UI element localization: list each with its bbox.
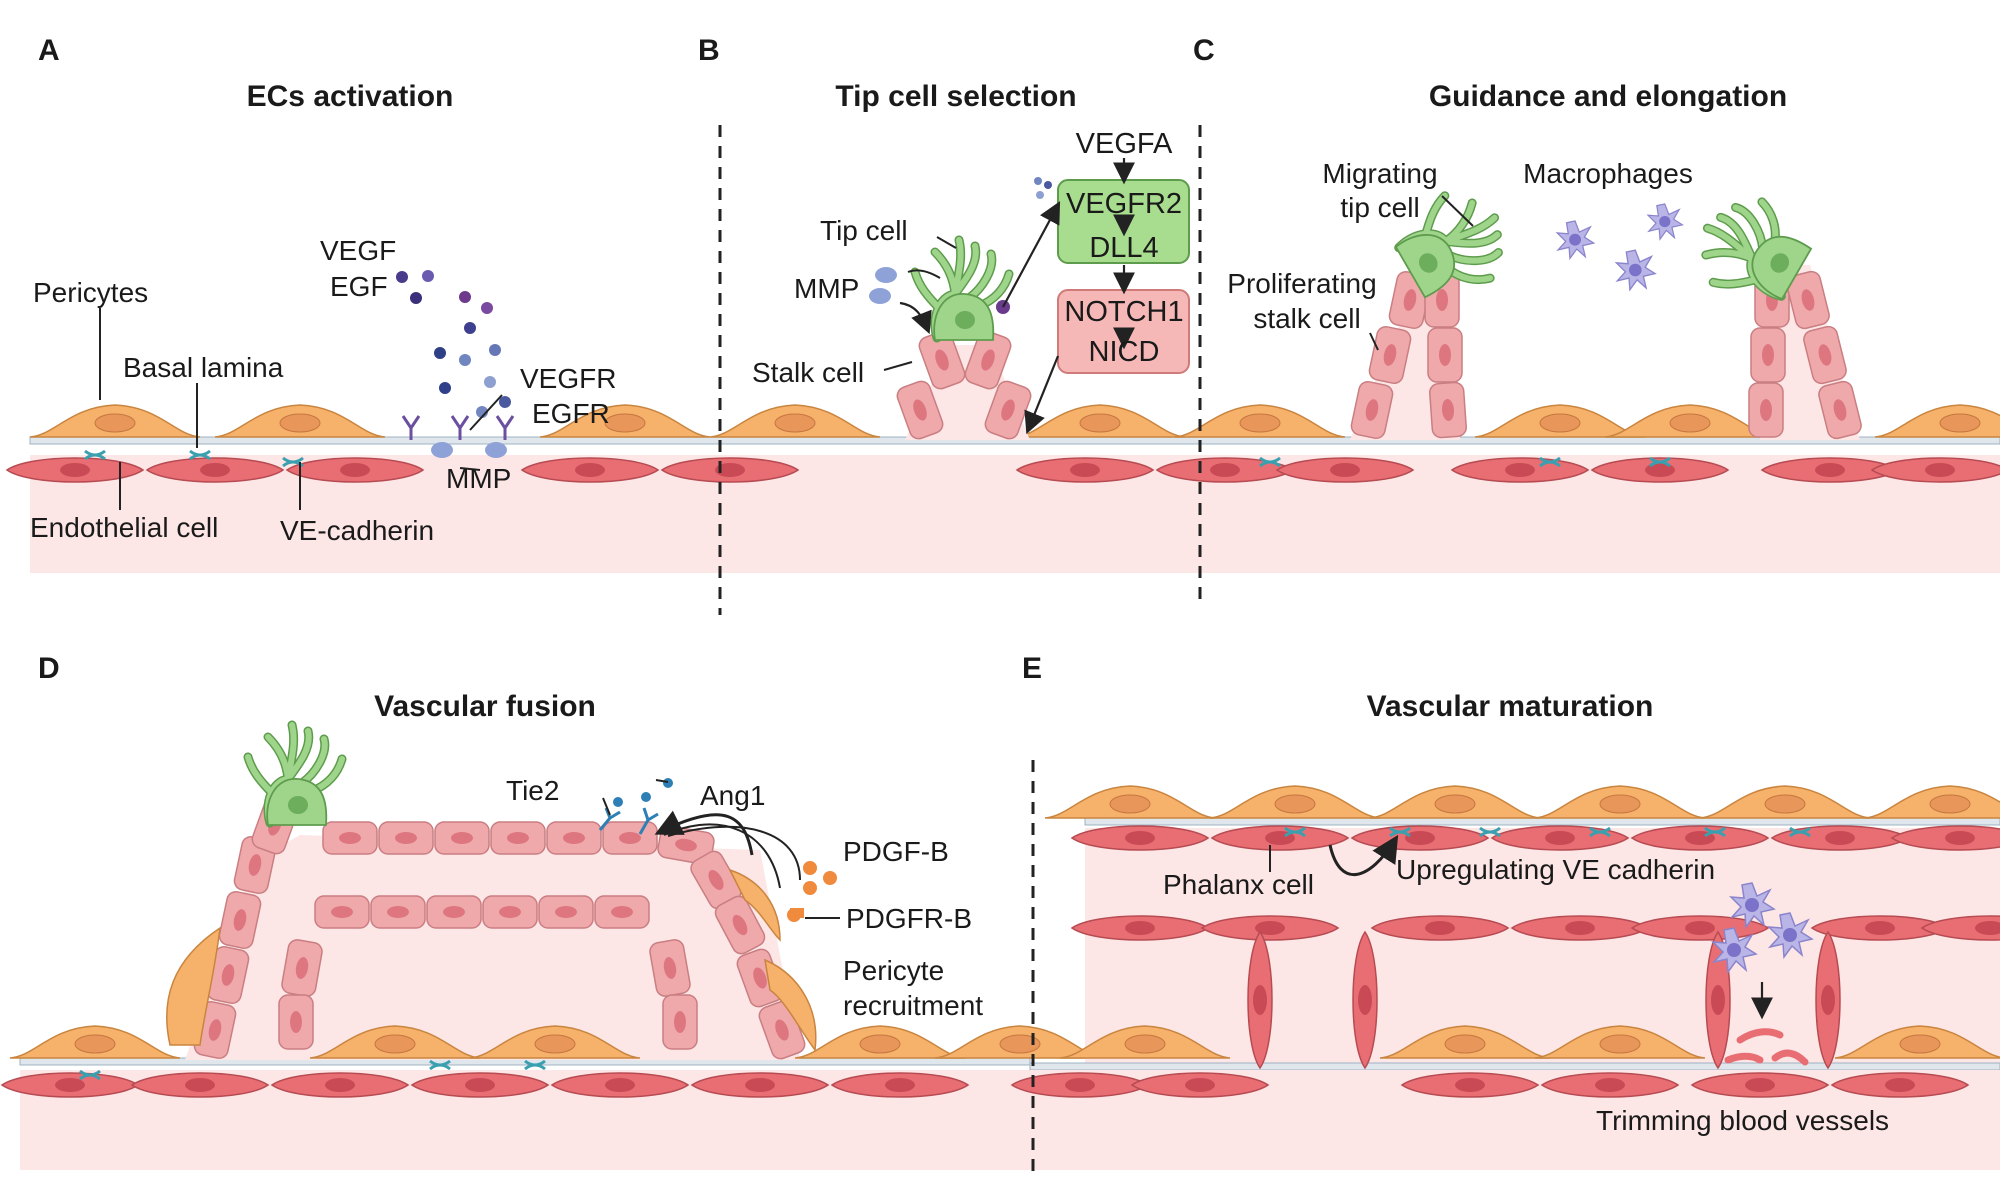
panel-letter-e: E [1022, 652, 1042, 685]
label-nicd: NICD [1089, 336, 1160, 368]
label-migrating-2: tip cell [1340, 192, 1419, 223]
label-phalanx-cell: Phalanx cell [1163, 869, 1314, 900]
panel-e-vessels [1011, 785, 2000, 1170]
label-egfr: EGFR [532, 398, 610, 429]
notch-signaling [1057, 158, 1190, 374]
label-trimming: Trimming blood vessels [1596, 1105, 1889, 1136]
label-vegfa: VEGFA [1076, 128, 1173, 160]
panel-d-vessels [1, 725, 1106, 1170]
label-basal-lamina: Basal lamina [123, 352, 284, 383]
label-proliferating-1: Proliferating [1227, 268, 1376, 299]
panel-title-b: Tip cell selection [835, 80, 1076, 113]
label-vegf: VEGF [320, 235, 396, 266]
label-tie2: Tie2 [506, 775, 559, 806]
label-dll4: DLL4 [1089, 232, 1158, 264]
label-pericytes: Pericytes [33, 277, 148, 308]
label-proliferating-2: stalk cell [1253, 303, 1360, 334]
label-pdgfrb: PDGFR-B [846, 903, 972, 934]
panel-title-d: Vascular fusion [374, 690, 596, 723]
label-mmp-a: MMP [446, 463, 511, 494]
label-egf: EGF [330, 271, 388, 302]
panel-title-a: ECs activation [247, 80, 454, 113]
label-tip-cell: Tip cell [820, 215, 908, 246]
label-ve-cadherin: VE-cadherin [280, 515, 434, 546]
panel-letter-c: C [1193, 34, 1215, 67]
label-pdgfb: PDGF-B [843, 836, 949, 867]
panel-title-c: Guidance and elongation [1429, 80, 1787, 113]
panel-title-e: Vascular maturation [1367, 690, 1654, 723]
label-pericyte-rec-2: recruitment [843, 990, 983, 1021]
label-ang1: Ang1 [700, 780, 765, 811]
panel-letter-a: A [38, 34, 60, 67]
panel-c-sprouts [1349, 180, 1864, 442]
label-upregulating: Upregulating VE cadherin [1396, 854, 1715, 885]
label-stalk-cell: Stalk cell [752, 357, 864, 388]
label-migrating-1: Migrating [1322, 158, 1437, 189]
labels: Pericytes Basal lamina Endothelial cell … [30, 128, 1889, 1136]
leader-lines [99, 195, 1474, 919]
panel-a-molecules [396, 270, 515, 458]
panel-letters: A B C D E [38, 34, 1215, 685]
panel-letter-d: D [38, 652, 60, 685]
label-mmp-b: MMP [794, 273, 859, 304]
label-endothelial-cell: Endothelial cell [30, 512, 218, 543]
panel-titles: ECs activation Tip cell selection Guidan… [247, 80, 1788, 723]
label-pericyte-rec-1: Pericyte [843, 955, 944, 986]
top-vessel [6, 404, 2000, 573]
label-notch1: NOTCH1 [1064, 296, 1183, 328]
label-vegfr: VEGFR [520, 363, 616, 394]
panel-b-sprout [869, 177, 1052, 442]
label-macrophages: Macrophages [1523, 158, 1693, 189]
label-vegfr2: VEGFR2 [1066, 188, 1182, 220]
panel-letter-b: B [698, 34, 720, 67]
